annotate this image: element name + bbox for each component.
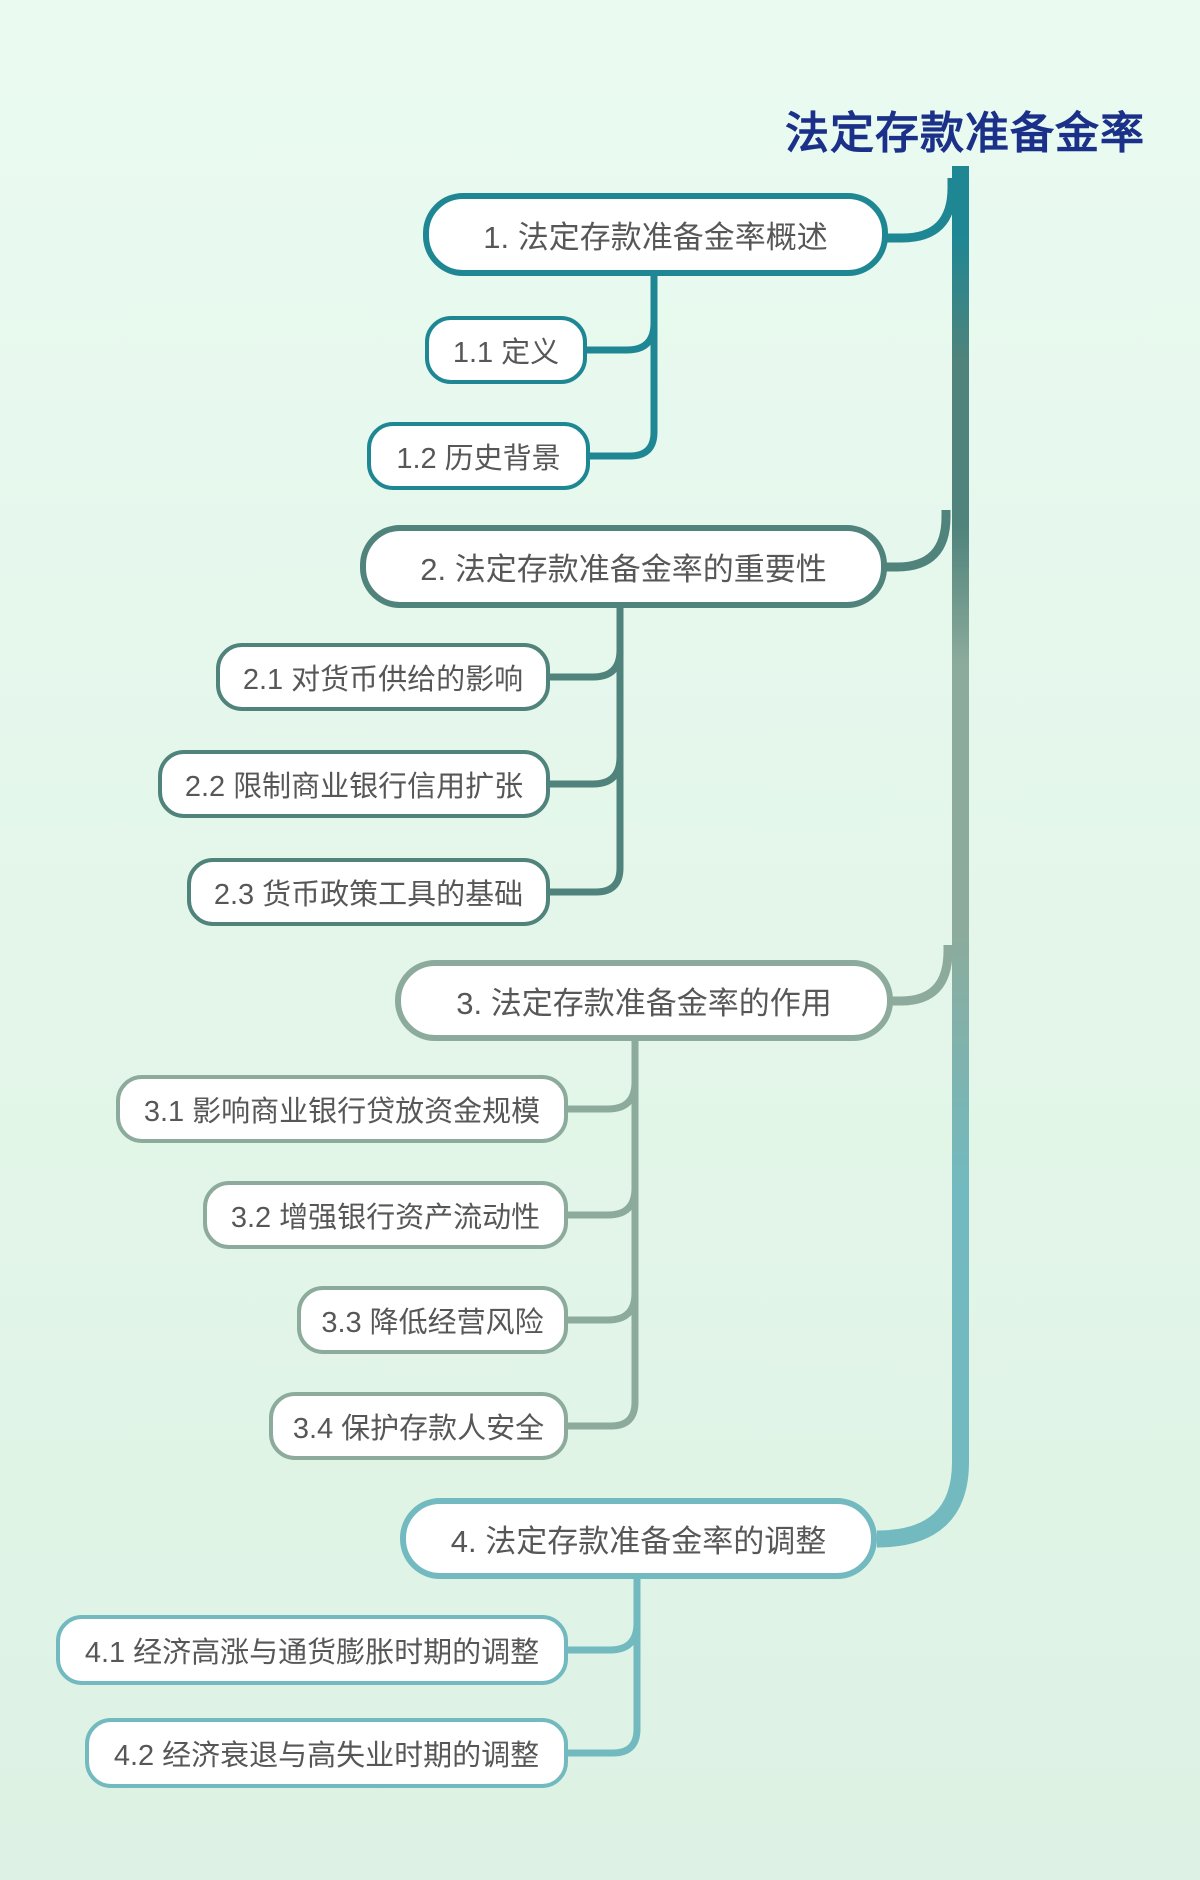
root-topic-title[interactable]: 法定存款准备金率 xyxy=(785,109,1145,158)
subtopic-2-1[interactable]: 2.1 对货币供给的影响 xyxy=(216,643,550,711)
subtopic-3-1-connector xyxy=(564,1081,639,1113)
main-topic-4[interactable]: 4. 法定存款准备金率的调整 xyxy=(400,1498,877,1579)
subtopic-2-2-connector xyxy=(546,756,624,788)
subtopic-2-2[interactable]: 2.2 限制商业银行信用扩张 xyxy=(158,750,550,818)
subtopic-1-1[interactable]: 1.1 定义 xyxy=(425,316,587,384)
branch-1-dropline xyxy=(588,274,658,460)
main-topic-3[interactable]: 3. 法定存款准备金率的作用 xyxy=(395,960,893,1041)
branch-4-dropline xyxy=(566,1578,641,1757)
subtopic-3-3[interactable]: 3.3 降低经营风险 xyxy=(297,1286,568,1354)
subtopic-2-1-connector xyxy=(546,649,624,681)
branch-3-dropline xyxy=(566,1039,639,1430)
subtopic-3-2-connector xyxy=(564,1187,639,1219)
subtopic-2-3[interactable]: 2.3 货币政策工具的基础 xyxy=(187,858,550,926)
main-topic-2[interactable]: 2. 法定存款准备金率的重要性 xyxy=(360,525,887,608)
branch-2-dropline xyxy=(548,606,624,896)
subtopic-4-1-connector xyxy=(564,1622,641,1654)
subtopic-3-3-connector xyxy=(564,1292,639,1324)
subtopic-3-2[interactable]: 3.2 增强银行资产流动性 xyxy=(203,1181,568,1249)
main-topic-1[interactable]: 1. 法定存款准备金率概述 xyxy=(423,193,888,276)
branch-2-connector xyxy=(885,510,951,572)
subtopic-1-2[interactable]: 1.2 历史背景 xyxy=(367,422,590,490)
subtopic-4-1[interactable]: 4.1 经济高涨与通货膨胀时期的调整 xyxy=(56,1615,568,1685)
subtopic-1-1-connector xyxy=(585,322,658,354)
subtopic-3-4[interactable]: 3.4 保护存款人安全 xyxy=(269,1392,568,1460)
branch-1-connector xyxy=(886,178,957,243)
subtopic-3-1[interactable]: 3.1 影响商业银行贷放资金规模 xyxy=(116,1075,568,1143)
branch-3-connector xyxy=(891,945,953,1006)
trunk-line xyxy=(876,166,969,1548)
subtopic-4-2[interactable]: 4.2 经济衰退与高失业时期的调整 xyxy=(85,1718,568,1788)
